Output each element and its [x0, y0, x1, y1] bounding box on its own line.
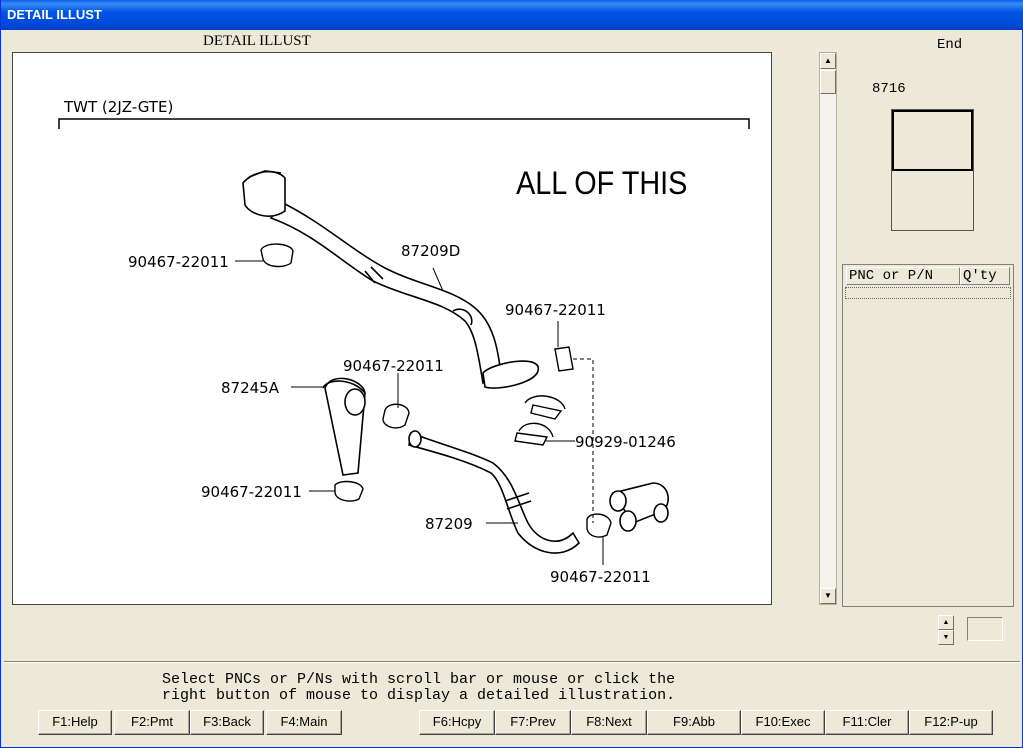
clamp-right [554, 346, 574, 372]
clamp-lower-right [586, 513, 612, 538]
status-message: Select PNCs or P/Ns with scroll bar or m… [162, 672, 675, 704]
end-label: End [937, 37, 963, 53]
f4-main-button[interactable]: F4:Main [266, 710, 342, 735]
f8-next-button[interactable]: F8:Next [571, 710, 647, 735]
hose-87209[interactable] [408, 430, 581, 554]
illustration-heading: DETAIL ILLUST [203, 33, 311, 49]
status-panel: Select PNCs or P/Ns with scroll bar or m… [4, 661, 1020, 742]
scroll-thumb[interactable] [820, 70, 836, 94]
bracket-body [514, 404, 563, 446]
annotation-text: ALL OF THIS [516, 166, 687, 202]
callout-87209d[interactable]: 87209D [401, 242, 460, 260]
callout-87209[interactable]: 87209 [425, 515, 473, 533]
f2-pmt-button[interactable]: F2:Pmt [114, 710, 190, 735]
list-item[interactable] [845, 287, 1011, 299]
status-line-1: Select PNCs or P/Ns with scroll bar or m… [162, 671, 676, 688]
f6-hcpy-button[interactable]: F6:Hcpy [419, 710, 495, 735]
illustration-scrollbar[interactable]: ▲ ▼ [819, 52, 837, 605]
callout-90929[interactable]: 90929-01246 [575, 433, 676, 451]
union-fitting[interactable] [609, 482, 669, 532]
callout-90467-c[interactable]: 90467-22011 [343, 357, 444, 375]
pipe-87245a[interactable] [322, 377, 366, 476]
callout-90467-a[interactable]: 90467-22011 [128, 253, 229, 271]
f7-prev-button[interactable]: F7:Prev [495, 710, 571, 735]
callout-90467-b[interactable]: 90467-22011 [505, 301, 606, 319]
f12-pup-button[interactable]: F12:P-up [909, 710, 993, 735]
status-line-2: right button of mouse to display a detai… [162, 687, 676, 704]
parts-diagram: TWT (2JZ-GTE) ALL OF THIS [58, 98, 750, 586]
f10-exec-button[interactable]: F10:Exec [741, 710, 825, 735]
spin-down-icon[interactable]: ▼ [938, 630, 954, 645]
f3-back-button[interactable]: F3:Back [190, 710, 264, 735]
scroll-up-arrow-icon[interactable]: ▲ [820, 53, 836, 69]
spin-up-icon[interactable]: ▲ [938, 615, 954, 630]
clamp-middle [382, 403, 410, 429]
clamp-upper-left [260, 243, 294, 268]
callout-90467-d[interactable]: 90467-22011 [201, 483, 302, 501]
title-bar: DETAIL ILLUST [1, 0, 1023, 30]
column-pnc[interactable]: PNC or P/N [846, 267, 960, 285]
window-title: DETAIL ILLUST [7, 7, 102, 22]
scroll-down-arrow-icon[interactable]: ▼ [820, 588, 836, 604]
thumbnail-viewport [892, 110, 973, 171]
page-spinner[interactable]: ▲ ▼ [938, 615, 954, 645]
bracket-90929 [518, 395, 566, 438]
spinner-field[interactable] [967, 617, 1003, 641]
part-list[interactable]: PNC or P/N Q'ty [842, 264, 1014, 607]
f11-cler-button[interactable]: F11:Cler [825, 710, 909, 735]
clamp-lower-left [334, 480, 364, 502]
f1-help-button[interactable]: F1:Help [38, 710, 112, 735]
hose-87209d[interactable] [242, 170, 539, 389]
callout-90467-e[interactable]: 90467-22011 [550, 568, 651, 586]
illustration-thumbnail[interactable] [891, 109, 974, 231]
f9-abb-button[interactable]: F9:Abb [647, 710, 741, 735]
callout-87245a[interactable]: 87245A [221, 379, 280, 397]
illust-number: 8716 [872, 81, 906, 97]
model-label: TWT (2JZ-GTE) [63, 98, 173, 116]
part-list-header: PNC or P/N Q'ty [846, 267, 1010, 285]
column-qty[interactable]: Q'ty [960, 267, 1010, 285]
client-area: DETAIL ILLUST TWT (2JZ-GTE) ALL OF THIS [4, 30, 1020, 744]
illustration-canvas[interactable]: TWT (2JZ-GTE) ALL OF THIS [12, 52, 772, 605]
group-bracket [58, 118, 750, 129]
